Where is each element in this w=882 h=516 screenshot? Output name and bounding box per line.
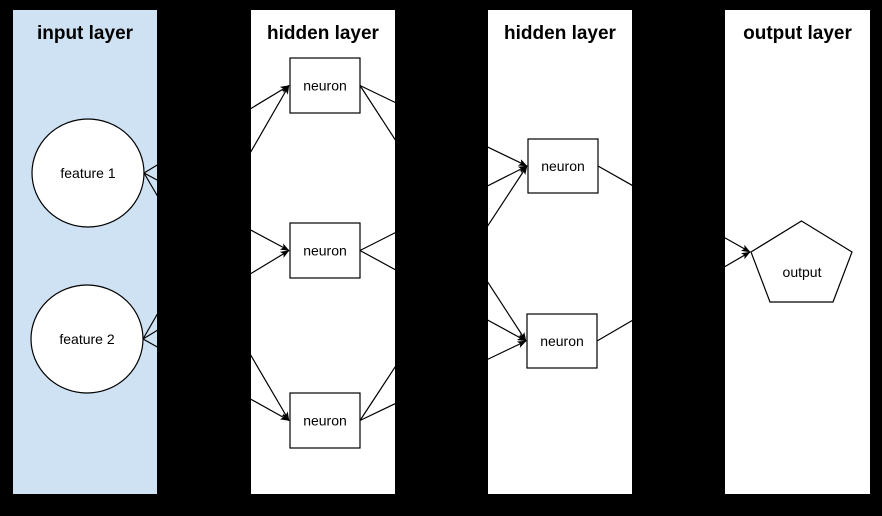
node-hidden2-neuron-1 [527,138,599,194]
panel-title-output-layer: output layer [743,23,852,44]
panel-input-layer [13,10,157,494]
node-feature-1 [31,118,145,228]
edge-hidden1-neuron-1-to-hidden2-neuron-2 [359,85,527,342]
node-label-output: output [783,264,822,280]
node-hidden1-neuron-3 [289,392,361,449]
layer-edges [142,84,751,422]
edge-feature-1-to-hidden1-neuron-1 [143,84,290,174]
node-feature-2 [30,284,144,394]
node-output [750,220,853,303]
node-label-hidden1-neuron-2: neuron [303,243,347,259]
edge-feature-2-to-hidden1-neuron-1 [142,85,290,340]
panel-title-hidden-layer-2: hidden layer [504,23,617,44]
panel-hidden-layer-2 [488,10,632,494]
node-label-hidden2-neuron-2: neuron [540,333,584,349]
node-label-feature-1: feature 1 [60,165,115,181]
edge-hidden1-neuron-3-to-hidden2-neuron-2 [359,340,527,422]
edge-feature-1-to-hidden1-neuron-3 [143,172,290,421]
edge-hidden2-neuron-1-to-output [597,165,751,253]
layer-nodes: feature 1 feature 2 neuron neuron neuron neur… [30,57,853,449]
node-label-hidden2-neuron-1: neuron [541,158,585,174]
edge-feature-2-to-hidden1-neuron-3 [142,338,290,422]
edge-hidden1-neuron-2-to-hidden2-neuron-2 [359,249,527,342]
edge-hidden1-neuron-1-to-hidden2-neuron-1 [359,84,528,167]
edge-hidden1-neuron-3-to-hidden2-neuron-1 [359,165,528,421]
node-hidden2-neuron-2 [526,313,598,369]
node-hidden1-neuron-1 [289,57,361,114]
node-label-feature-2: feature 2 [59,331,114,347]
panel-title-hidden-layer-1: hidden layer [267,23,380,44]
node-label-hidden1-neuron-3: neuron [303,413,347,429]
edge-hidden1-neuron-2-to-hidden2-neuron-1 [359,165,528,252]
edge-feature-2-to-hidden1-neuron-2 [142,249,290,340]
edge-hidden2-neuron-2-to-output [596,251,751,342]
node-hidden1-neuron-2 [289,222,361,279]
panel-title-input-layer: input layer [37,23,134,44]
node-label-hidden1-neuron-1: neuron [303,78,347,94]
